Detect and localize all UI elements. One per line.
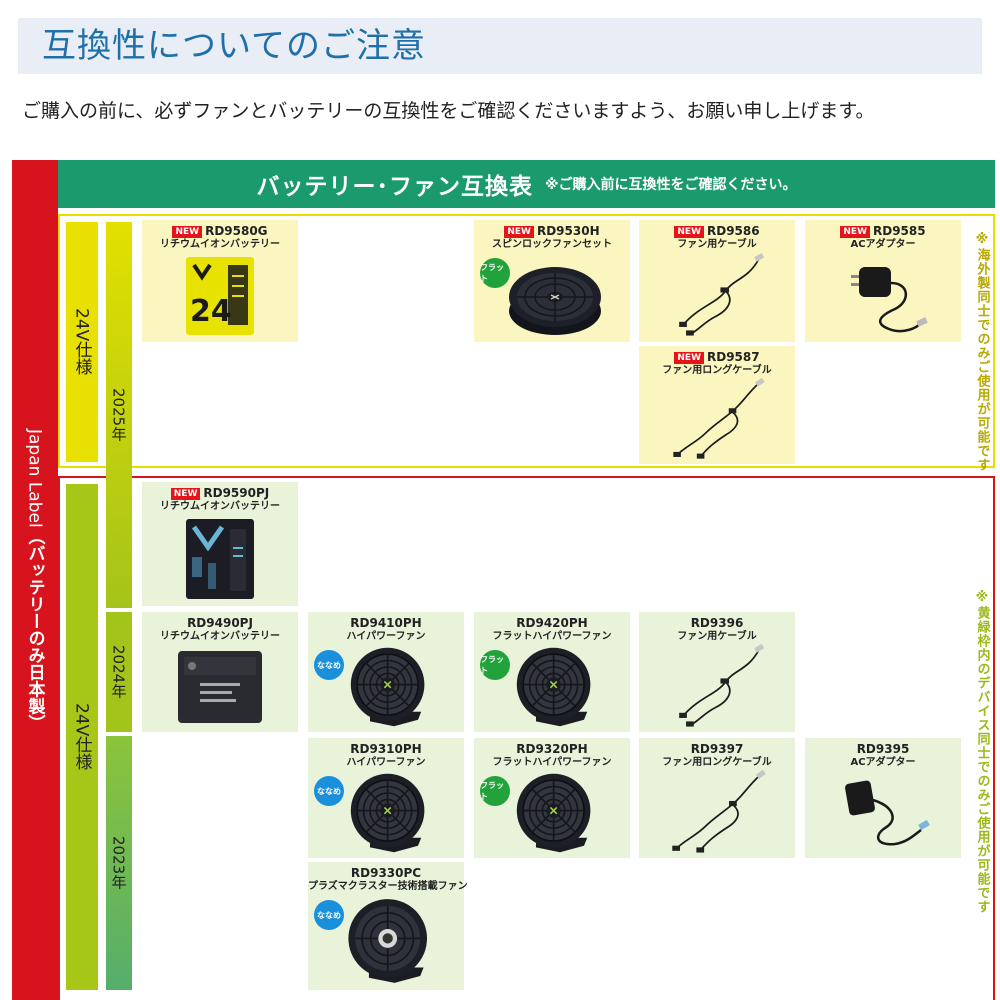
product-desc: ハイパワーファン <box>346 757 426 768</box>
product-code: RD9586 <box>707 224 760 238</box>
new-badge: NEW <box>504 226 534 238</box>
product-code: RD9420PH <box>516 616 588 630</box>
product-desc: ファン用ケーブル <box>677 239 757 250</box>
compatibility-table-note: ※ご購入前に互換性をご確認ください。 <box>544 177 797 193</box>
product-desc: ファン用ケーブル <box>677 631 757 642</box>
product-card-rd9490pj[interactable]: RD9490PJ リチウムイオンバッテリー <box>142 612 298 732</box>
product-card-rd9320ph[interactable]: RD9320PH フラットハイパワーファン フラット <box>474 738 630 858</box>
year-label-2024: 2024年 <box>106 612 132 732</box>
product-code: RD9396 <box>690 616 744 630</box>
product-code: RD9587 <box>707 350 760 364</box>
new-badge: NEW <box>840 226 870 238</box>
spinlock-fan-icon <box>474 250 630 342</box>
compatibility-table-title: バッテリー･ファン互換表 <box>256 174 533 200</box>
flat-tag: フラット <box>480 650 510 680</box>
flat-tag: フラット <box>480 776 510 806</box>
japan-section-frame <box>58 476 995 1000</box>
product-code: RD9590PJ <box>203 486 270 500</box>
diagonal-tag: ななめ <box>314 650 344 680</box>
product-code: RD9397 <box>690 742 744 756</box>
product-code: RD9530H <box>536 224 600 238</box>
product-code: RD9580G <box>205 224 268 238</box>
product-desc: ACアダプター <box>850 239 916 250</box>
ac-adapter-icon <box>805 768 961 858</box>
product-desc: フラットハイパワーファン <box>492 757 612 768</box>
new-badge: NEW <box>172 226 203 238</box>
new-badge: NEW <box>674 352 704 364</box>
battery-black-icon <box>142 512 298 606</box>
product-card-rd9420ph[interactable]: RD9420PH フラットハイパワーファン フラット <box>474 612 630 732</box>
battery-black-icon <box>142 642 298 732</box>
overseas-note: ※海外製同士でのみご使用が可能です <box>974 232 990 472</box>
overseas-section-frame <box>58 214 995 468</box>
product-card-rd9396[interactable]: RD9396 ファン用ケーブル <box>639 612 795 732</box>
page-header <box>18 18 982 74</box>
japan-note: ※黄緑枠内のデバイス同士でのみご使用が可能です <box>974 590 990 914</box>
product-card-rd9330pc[interactable]: RD9330PC プラズマクラスター技術搭載ファン ななめ <box>308 862 468 990</box>
product-code: RD9490PJ <box>187 616 253 630</box>
product-desc: ハイパワーファン <box>346 631 426 642</box>
ac-adapter-icon <box>805 250 961 342</box>
product-desc: スピンロックファンセット <box>492 239 612 250</box>
product-desc: プラズマクラスター技術搭載ファン <box>308 881 468 892</box>
purchase-notice: ご購入の前に、必ずファンとバッテリーの互換性をご確認くださいますよう、お願い申し… <box>22 100 875 122</box>
fan-icon <box>308 892 464 990</box>
product-code: RD9410PH <box>350 616 422 630</box>
product-desc: リチウムイオンバッテリー <box>160 239 280 250</box>
flat-tag: フラット <box>480 258 510 288</box>
cable-icon <box>639 250 795 342</box>
battery-24-marking: 24 <box>190 294 232 329</box>
page-title: 互換性についてのご注意 <box>42 26 426 66</box>
year-label-2025: 2025年 <box>106 222 132 608</box>
product-card-rd9410ph[interactable]: RD9410PH ハイパワーファン ななめ <box>308 612 464 732</box>
new-badge: NEW <box>170 488 201 500</box>
new-badge: NEW <box>674 226 704 238</box>
product-code: RD9395 <box>856 742 910 756</box>
product-code: RD9320PH <box>516 742 588 756</box>
product-desc: ファン用ロングケーブル <box>662 365 772 376</box>
product-desc: リチウムイオンバッテリー <box>160 631 280 642</box>
year-label-2023: 2023年 <box>106 736 132 990</box>
product-desc: ファン用ロングケーブル <box>662 757 772 768</box>
product-desc: フラットハイパワーファン <box>492 631 612 642</box>
product-card-rd9310ph[interactable]: RD9310PH ハイパワーファン ななめ <box>308 738 464 858</box>
compatibility-table-header: バッテリー･ファン互換表 ※ご購入前に互換性をご確認ください。 <box>58 160 995 208</box>
product-code: RD9585 <box>873 224 926 238</box>
japan-label-subtitle: （バッテリーのみ日本製） <box>24 527 45 732</box>
diagonal-tag: ななめ <box>314 900 344 930</box>
product-card-rd9397[interactable]: RD9397 ファン用ロングケーブル <box>639 738 795 858</box>
battery-24v-icon: 24 <box>142 250 298 342</box>
product-code: RD9310PH <box>350 742 422 756</box>
product-code: RD9330PC <box>350 866 422 880</box>
spec-label-24v-japan: 24V仕様 <box>66 484 98 990</box>
japan-label-bar <box>12 160 58 1000</box>
japan-label-title: Japan Label <box>24 428 45 528</box>
product-card-rd9395[interactable]: RD9395 ACアダプター <box>805 738 961 858</box>
cable-icon <box>639 376 795 464</box>
japan-label-text: Japan Label（バッテリーのみ日本製） <box>12 160 58 1000</box>
cable-icon <box>639 768 795 858</box>
product-desc: リチウムイオンバッテリー <box>160 501 280 512</box>
spec-label-24v-overseas: 24V仕様 <box>66 222 98 462</box>
cable-icon <box>639 642 795 732</box>
diagonal-tag: ななめ <box>314 776 344 806</box>
product-desc: ACアダプター <box>850 757 916 768</box>
